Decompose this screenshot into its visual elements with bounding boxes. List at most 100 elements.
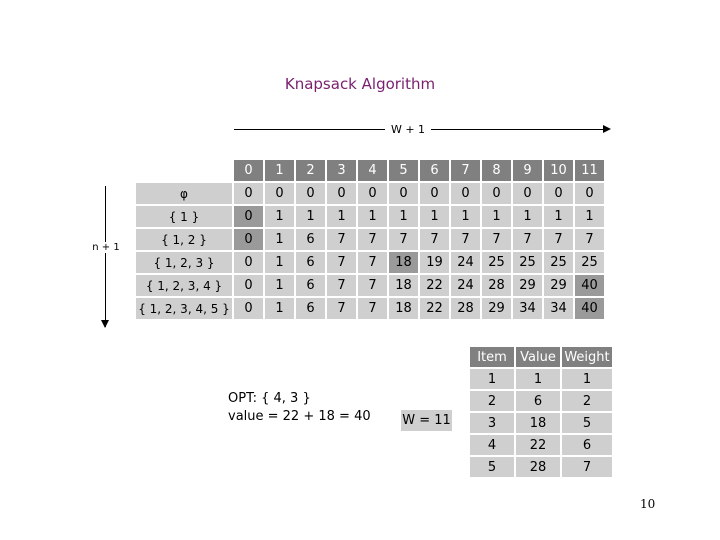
dp-cell: 1 bbox=[265, 298, 294, 319]
dp-cell: 0 bbox=[234, 206, 263, 227]
items-header-cell: Item bbox=[470, 347, 514, 367]
dp-cell: 29 bbox=[513, 275, 542, 296]
dp-cell: 1 bbox=[389, 206, 418, 227]
dp-cell: 18 bbox=[389, 252, 418, 273]
dp-cell: 1 bbox=[420, 206, 449, 227]
items-cell: 2 bbox=[470, 391, 514, 411]
w-axis-label: W + 1 bbox=[385, 123, 431, 136]
dp-header-cell: 8 bbox=[482, 160, 511, 181]
dp-cell: 7 bbox=[575, 229, 604, 250]
dp-header-cell: 2 bbox=[296, 160, 325, 181]
items-header-cell: Weight bbox=[562, 347, 612, 367]
dp-cell: 7 bbox=[327, 252, 356, 273]
items-cell: 4 bbox=[470, 435, 514, 455]
dp-cell: 0 bbox=[296, 183, 325, 204]
dp-cell: 0 bbox=[234, 229, 263, 250]
dp-corner-cell bbox=[136, 160, 232, 181]
dp-cell: 6 bbox=[296, 252, 325, 273]
dp-cell: 1 bbox=[544, 206, 573, 227]
dp-cell: 24 bbox=[451, 252, 480, 273]
dp-subset-label: φ bbox=[136, 183, 232, 204]
dp-subset-label: { 1 } bbox=[136, 206, 232, 227]
dp-cell: 7 bbox=[327, 229, 356, 250]
n-axis-arrow bbox=[105, 186, 106, 327]
items-cell: 6 bbox=[516, 391, 560, 411]
dp-cell: 7 bbox=[513, 229, 542, 250]
opt-summary: OPT: { 4, 3 } value = 22 + 18 = 40 bbox=[228, 390, 371, 426]
dp-cell: 28 bbox=[451, 298, 480, 319]
dp-subset-label: { 1, 2, 3, 4, 5 } bbox=[136, 298, 232, 319]
dp-cell: 1 bbox=[451, 206, 480, 227]
dp-header-cell: 7 bbox=[451, 160, 480, 181]
dp-cell: 7 bbox=[358, 298, 387, 319]
dp-cell: 0 bbox=[482, 183, 511, 204]
items-cell: 6 bbox=[562, 435, 612, 455]
dp-header-cell: 4 bbox=[358, 160, 387, 181]
dp-cell: 1 bbox=[327, 206, 356, 227]
dp-cell: 7 bbox=[358, 275, 387, 296]
dp-cell: 1 bbox=[265, 252, 294, 273]
dp-cell: 0 bbox=[265, 183, 294, 204]
items-cell: 3 bbox=[470, 413, 514, 433]
dp-cell: 0 bbox=[420, 183, 449, 204]
dp-header-cell: 10 bbox=[544, 160, 573, 181]
dp-cell: 6 bbox=[296, 229, 325, 250]
dp-cell: 1 bbox=[482, 206, 511, 227]
dp-cell: 29 bbox=[482, 298, 511, 319]
dp-cell: 1 bbox=[265, 229, 294, 250]
page-number: 10 bbox=[640, 497, 656, 511]
items-cell: 18 bbox=[516, 413, 560, 433]
page-title: Knapsack Algorithm bbox=[284, 75, 436, 93]
value-line: value = 22 + 18 = 40 bbox=[228, 409, 371, 424]
dp-cell: 1 bbox=[265, 206, 294, 227]
dp-header-cell: 5 bbox=[389, 160, 418, 181]
dp-cell: 1 bbox=[265, 275, 294, 296]
w-axis-arrowhead bbox=[603, 125, 611, 133]
items-cell: 5 bbox=[562, 413, 612, 433]
dp-cell: 0 bbox=[358, 183, 387, 204]
dp-cell: 18 bbox=[389, 275, 418, 296]
dp-cell: 0 bbox=[513, 183, 542, 204]
dp-header-cell: 1 bbox=[265, 160, 294, 181]
dp-cell: 0 bbox=[544, 183, 573, 204]
dp-cell: 0 bbox=[451, 183, 480, 204]
dp-cell: 1 bbox=[513, 206, 542, 227]
dp-cell: 25 bbox=[544, 252, 573, 273]
dp-header-cell: 0 bbox=[234, 160, 263, 181]
dp-cell: 6 bbox=[296, 275, 325, 296]
dp-cell: 0 bbox=[389, 183, 418, 204]
dp-cell: 7 bbox=[358, 252, 387, 273]
dp-cell: 40 bbox=[575, 275, 604, 296]
items-cell: 7 bbox=[562, 457, 612, 477]
dp-cell: 34 bbox=[544, 298, 573, 319]
dp-cell: 7 bbox=[327, 298, 356, 319]
items-cell: 1 bbox=[562, 369, 612, 389]
dp-cell: 0 bbox=[575, 183, 604, 204]
dp-cell: 7 bbox=[482, 229, 511, 250]
items-cell: 1 bbox=[516, 369, 560, 389]
n-axis-label: n + 1 bbox=[82, 242, 130, 253]
dp-cell: 6 bbox=[296, 298, 325, 319]
dp-cell: 0 bbox=[327, 183, 356, 204]
dp-cell: 28 bbox=[482, 275, 511, 296]
dp-subset-label: { 1, 2, 3, 4 } bbox=[136, 275, 232, 296]
dp-cell: 1 bbox=[358, 206, 387, 227]
dp-cell: 40 bbox=[575, 298, 604, 319]
dp-header-cell: 9 bbox=[513, 160, 542, 181]
dp-header-cell: 3 bbox=[327, 160, 356, 181]
dp-subset-label: { 1, 2, 3 } bbox=[136, 252, 232, 273]
dp-cell: 7 bbox=[420, 229, 449, 250]
dp-header-cell: 6 bbox=[420, 160, 449, 181]
dp-cell: 7 bbox=[451, 229, 480, 250]
dp-cell: 0 bbox=[234, 275, 263, 296]
